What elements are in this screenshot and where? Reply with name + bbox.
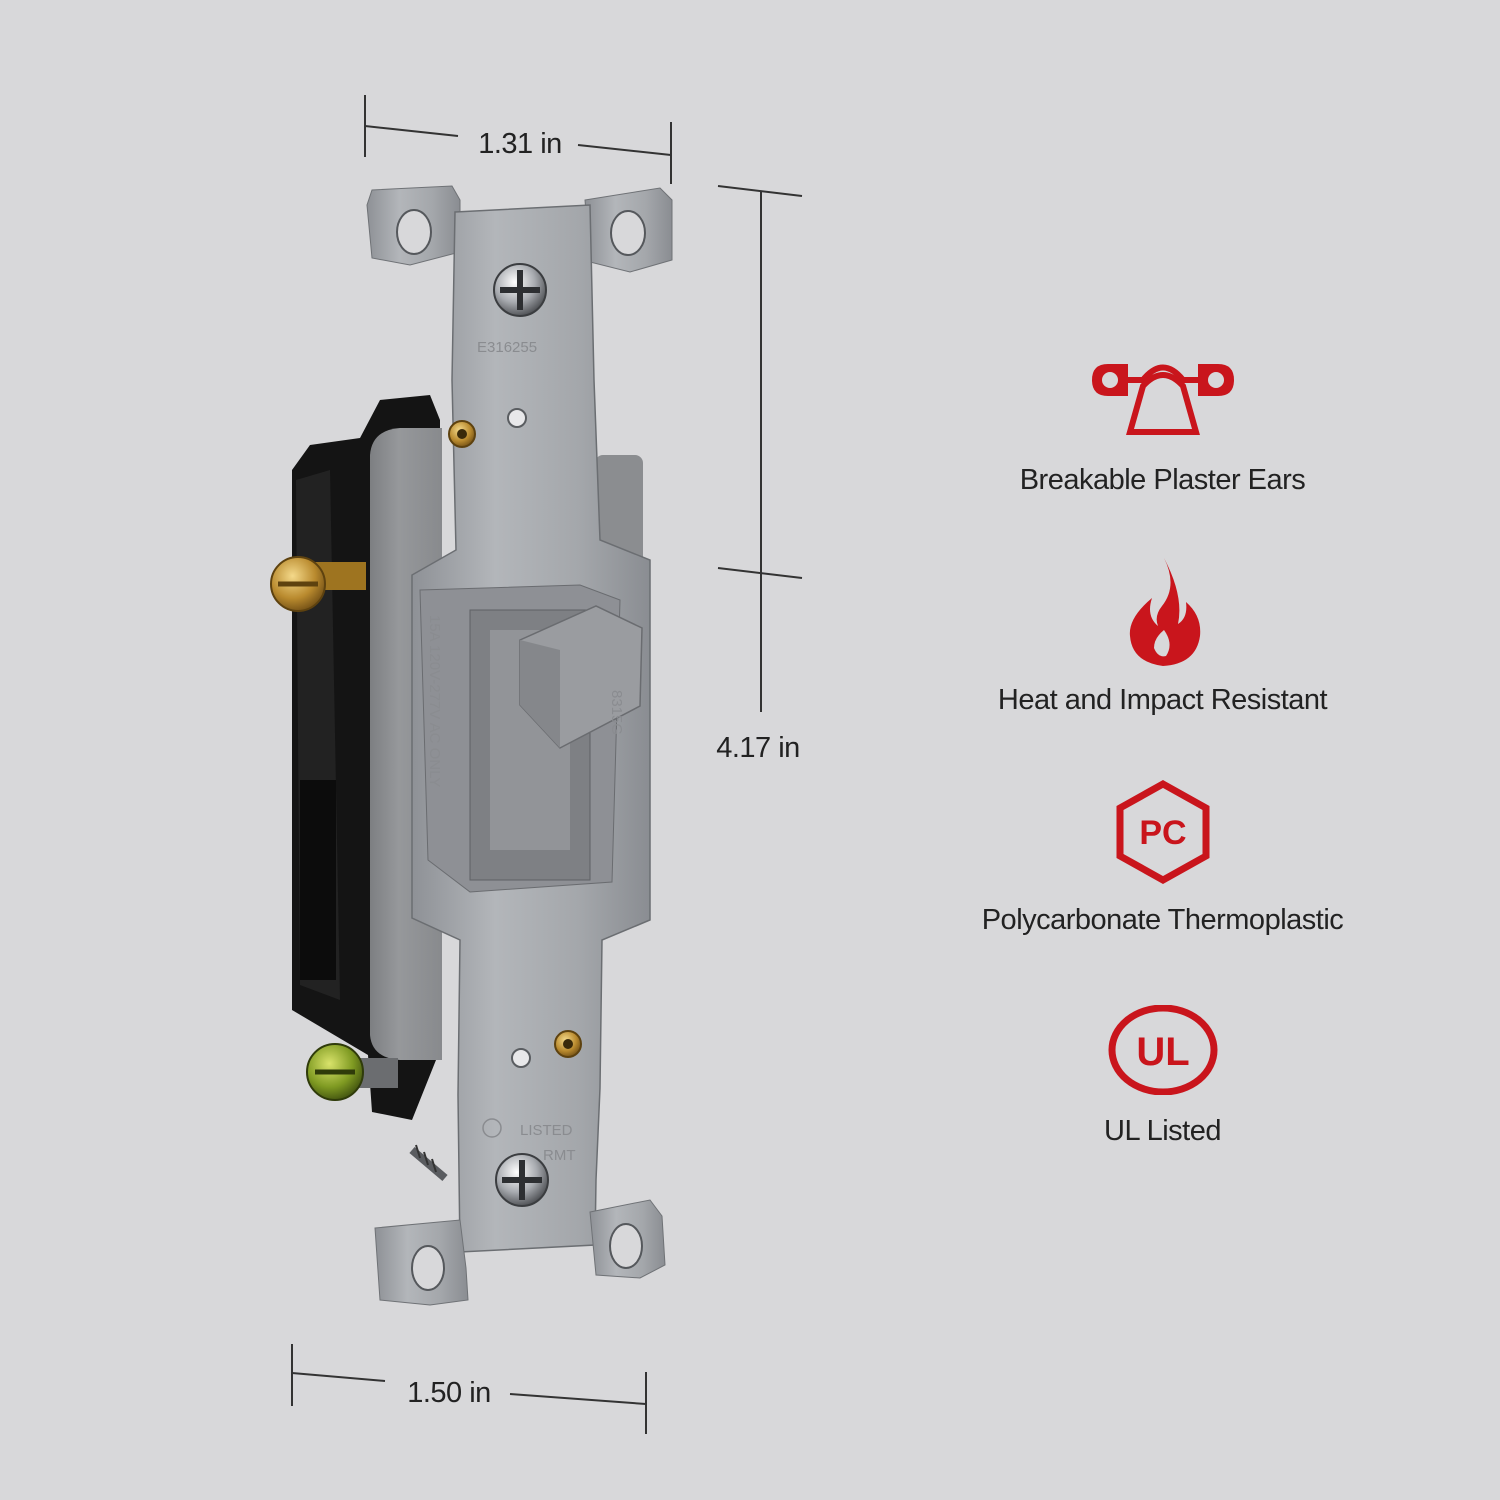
ul-icon-text: UL <box>1136 1030 1189 1074</box>
feature-label-polycarbonate: Polycarbonate Thermoplastic <box>981 904 1344 936</box>
terminal-brass-small-top-icon <box>448 420 476 448</box>
feature-heat-resistant: Heat and Impact Resistant <box>960 556 1365 717</box>
dimension-height: 4.17 in <box>716 185 803 764</box>
dimension-bottom-width: 1.50 in <box>291 1344 647 1434</box>
dimension-label-top: 1.31 in <box>478 128 562 160</box>
flame-icon <box>1129 558 1200 666</box>
feature-plaster-ears: Breakable Plaster Ears <box>960 360 1365 497</box>
feature-ul-listed: UL UL Listed <box>960 1005 1365 1148</box>
toggle-lever[interactable] <box>519 605 643 749</box>
rating-marking: 15A 120V-277V AC ONLY <box>426 615 443 787</box>
listing-marking: LISTED <box>520 1122 573 1139</box>
suffix-marking: RMT <box>543 1147 576 1164</box>
brass-terminal-screw-icon <box>270 556 366 612</box>
cert-number-marking: E316255 <box>477 339 537 356</box>
ul-mark-icon <box>482 1118 502 1138</box>
feature-label-heat-resistant: Heat and Impact Resistant <box>997 684 1328 716</box>
terminal-brass-small-bottom-icon <box>554 1030 582 1058</box>
model-marking: 8315G <box>608 690 625 735</box>
pc-hexagon-icon: PC <box>1116 780 1209 884</box>
side-screw-icon <box>409 1144 448 1182</box>
pc-icon-text: PC <box>1139 814 1186 852</box>
dimension-label-height: 4.17 in <box>716 732 800 764</box>
ground-screw-icon <box>306 1043 398 1101</box>
mounting-screw-top-icon <box>493 263 547 317</box>
mounting-screw-bottom-icon <box>495 1153 549 1207</box>
feature-polycarbonate: PC Polycarbonate Thermoplastic <box>960 780 1365 937</box>
plaster-ears-icon <box>1091 364 1234 435</box>
feature-label-ul-listed: UL Listed <box>1104 1115 1221 1147</box>
ul-listed-icon: UL <box>1108 1005 1217 1095</box>
dimension-label-bottom: 1.50 in <box>407 1377 491 1409</box>
dimension-top-width: 1.31 in <box>364 95 672 184</box>
feature-label-plaster-ears: Breakable Plaster Ears <box>1019 464 1306 496</box>
